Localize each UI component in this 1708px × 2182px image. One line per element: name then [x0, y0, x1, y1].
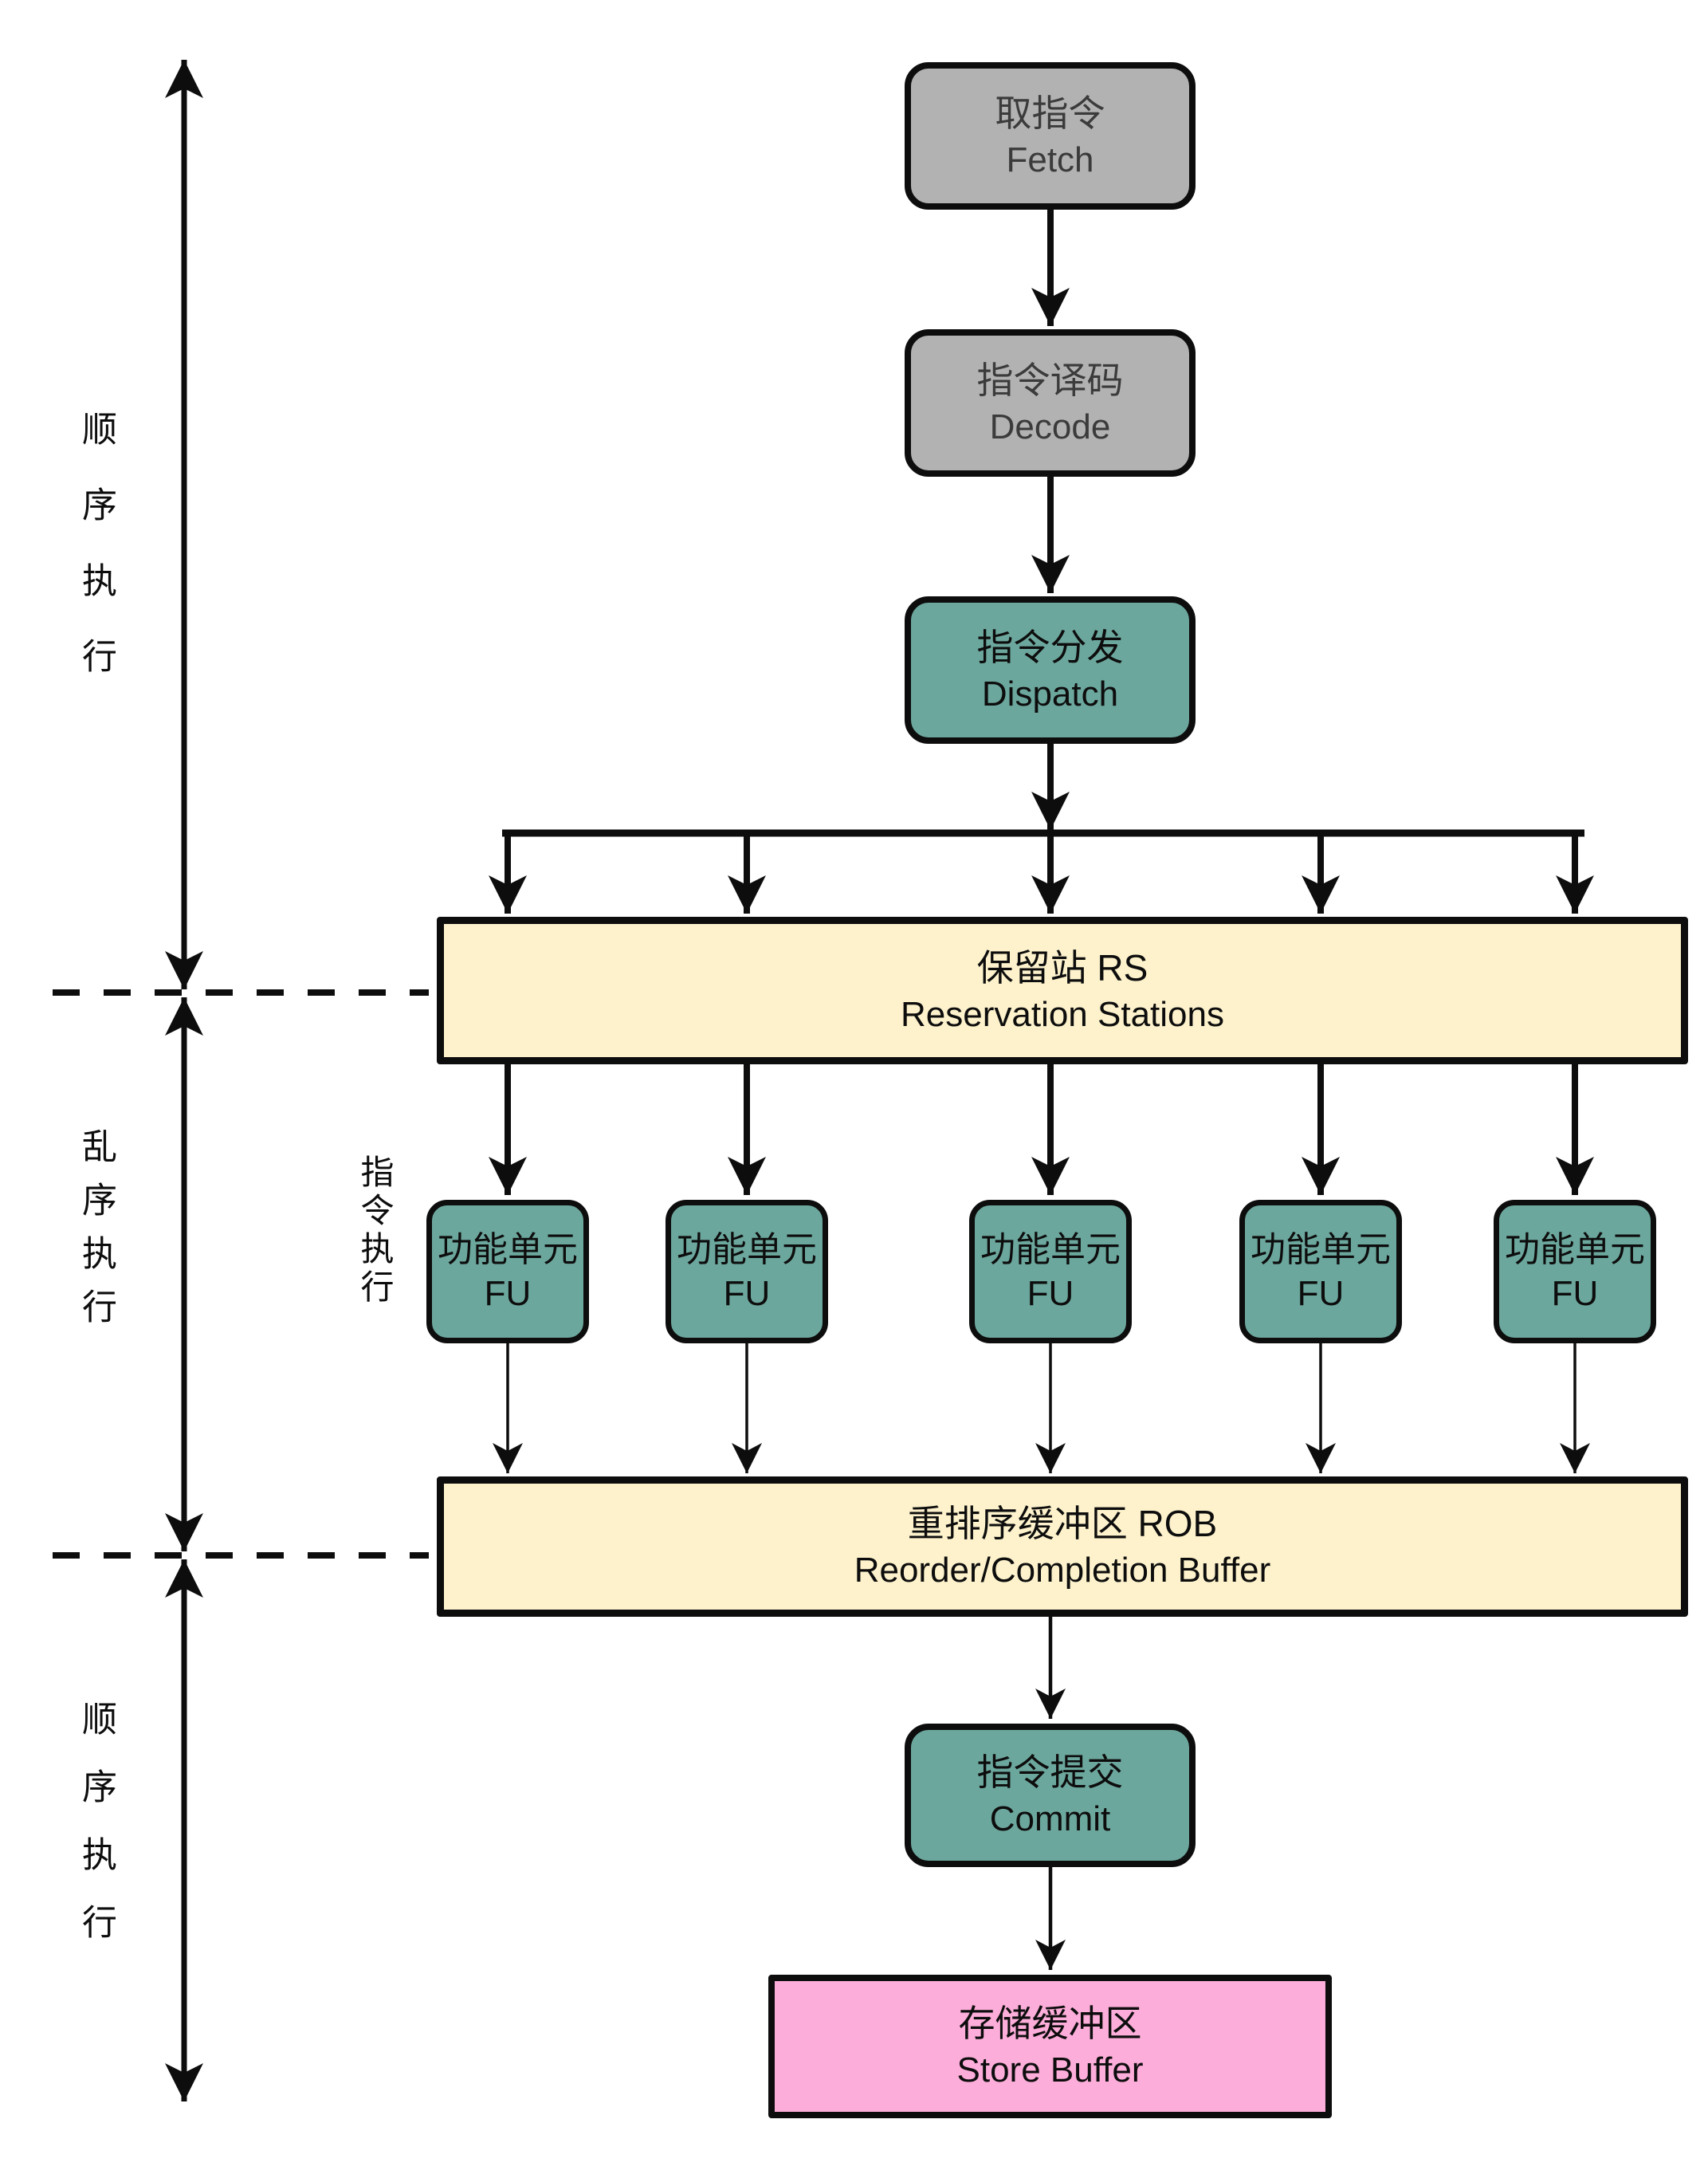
node-fu-zh: 功能单元 — [438, 1230, 578, 1269]
node-decode: 指令译码 Decode — [905, 329, 1196, 477]
node-functional-unit-2: 功能单元 FU — [666, 1200, 828, 1343]
node-fu-en: FU — [723, 1274, 771, 1313]
node-decode-zh: 指令译码 — [976, 359, 1124, 401]
label-out-of-order: 乱序执行 — [77, 1128, 116, 1342]
node-rs-en: Reservation Stations — [901, 994, 1224, 1034]
node-commit: 指令提交 Commit — [905, 1724, 1196, 1867]
arrows-rs-to-fu — [489, 1064, 1594, 1195]
label-instruction-execute: 指令执行 — [356, 1154, 394, 1307]
node-functional-unit-4: 功能单元 FU — [1239, 1200, 1402, 1343]
node-commit-en: Commit — [989, 1799, 1111, 1838]
node-store-buffer: 存储缓冲区 Store Buffer — [768, 1975, 1332, 2118]
node-fu-zh: 功能单元 — [677, 1230, 817, 1269]
node-dispatch-en: Dispatch — [981, 674, 1119, 714]
node-store-en: Store Buffer — [956, 2050, 1144, 2090]
node-reorder-buffer: 重排序缓冲区 ROB Reorder/Completion Buffer — [437, 1476, 1688, 1617]
node-functional-unit-5: 功能单元 FU — [1494, 1200, 1656, 1343]
node-fu-en: FU — [1297, 1274, 1345, 1313]
node-fu-en: FU — [484, 1274, 532, 1313]
label-inorder-top: 顺序执行 — [77, 411, 116, 714]
node-rob-zh: 重排序缓冲区 ROB — [907, 1503, 1218, 1544]
node-dispatch: 指令分发 Dispatch — [905, 596, 1196, 744]
node-commit-zh: 指令提交 — [976, 1751, 1124, 1793]
node-fu-en: FU — [1027, 1274, 1074, 1313]
node-fu-en: FU — [1551, 1274, 1599, 1313]
node-fetch: 取指令 Fetch — [905, 62, 1196, 210]
node-fetch-en: Fetch — [1006, 140, 1094, 179]
node-rob-en: Reorder/Completion Buffer — [854, 1551, 1271, 1590]
node-reservation-stations: 保留站 RS Reservation Stations — [437, 917, 1688, 1064]
node-rs-zh: 保留站 RS — [976, 946, 1148, 989]
node-functional-unit-1: 功能单元 FU — [426, 1200, 589, 1343]
node-store-zh: 存储缓冲区 — [958, 2003, 1142, 2044]
node-decode-en: Decode — [989, 407, 1111, 446]
node-fetch-zh: 取指令 — [995, 92, 1105, 134]
label-inorder-bottom: 顺序执行 — [77, 1700, 116, 1972]
node-dispatch-zh: 指令分发 — [976, 626, 1124, 668]
node-fu-zh: 功能单元 — [980, 1230, 1121, 1269]
arrows-fu-to-rob — [493, 1343, 1590, 1473]
node-fu-zh: 功能单元 — [1251, 1230, 1391, 1269]
arrows-fanout-to-rs — [489, 833, 1594, 914]
node-functional-unit-3: 功能单元 FU — [969, 1200, 1132, 1343]
node-fu-zh: 功能单元 — [1505, 1230, 1645, 1269]
